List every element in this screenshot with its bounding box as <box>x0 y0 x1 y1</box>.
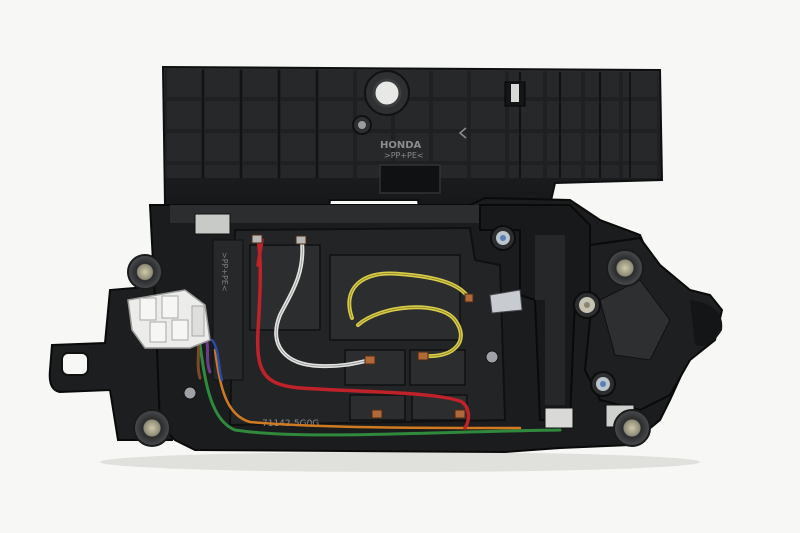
grommet-left-bottom <box>133 409 171 447</box>
metal-tab <box>489 289 523 314</box>
wire-blue <box>210 338 224 382</box>
bolt-bottom <box>590 371 616 397</box>
lid-material-text: >PP+PE< <box>384 151 424 160</box>
lid-brand-text: HONDA <box>380 140 422 151</box>
wire-red <box>255 238 471 430</box>
bolts <box>183 225 616 400</box>
bolt-middle <box>573 291 601 319</box>
wire-orange <box>213 348 522 430</box>
housing-side-material-text: >PP+PE< <box>220 252 229 292</box>
bolt-top <box>490 225 516 251</box>
grommet-right-top <box>606 249 644 287</box>
terminals <box>251 234 474 419</box>
grommet-right-bottom <box>613 409 651 447</box>
wire-connector <box>127 289 211 349</box>
grommet-left-top <box>127 254 163 290</box>
wire-green <box>198 343 562 437</box>
wire-harness <box>196 238 562 437</box>
mounting-grommets <box>127 249 651 447</box>
shadow <box>100 452 700 472</box>
bolt-small <box>485 350 499 364</box>
